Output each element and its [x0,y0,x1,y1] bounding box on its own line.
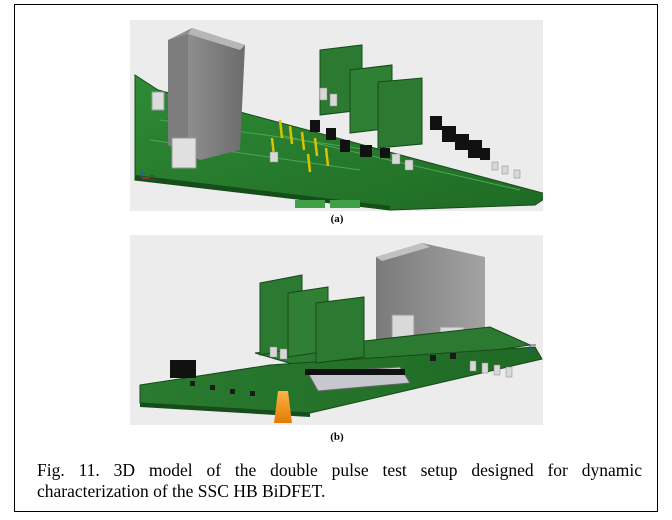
figure-caption: Fig. 11. 3D model of the double pulse te… [37,460,642,501]
render-panel-b [130,235,543,425]
render-panel-a [130,20,543,211]
panel-b-label: (b) [330,431,344,443]
pcb-3d-render-b [139,243,543,423]
panel-a-label: (a) [330,213,344,225]
figure-frame: (a) [14,4,658,512]
pcb-3d-render-a [134,28,543,211]
